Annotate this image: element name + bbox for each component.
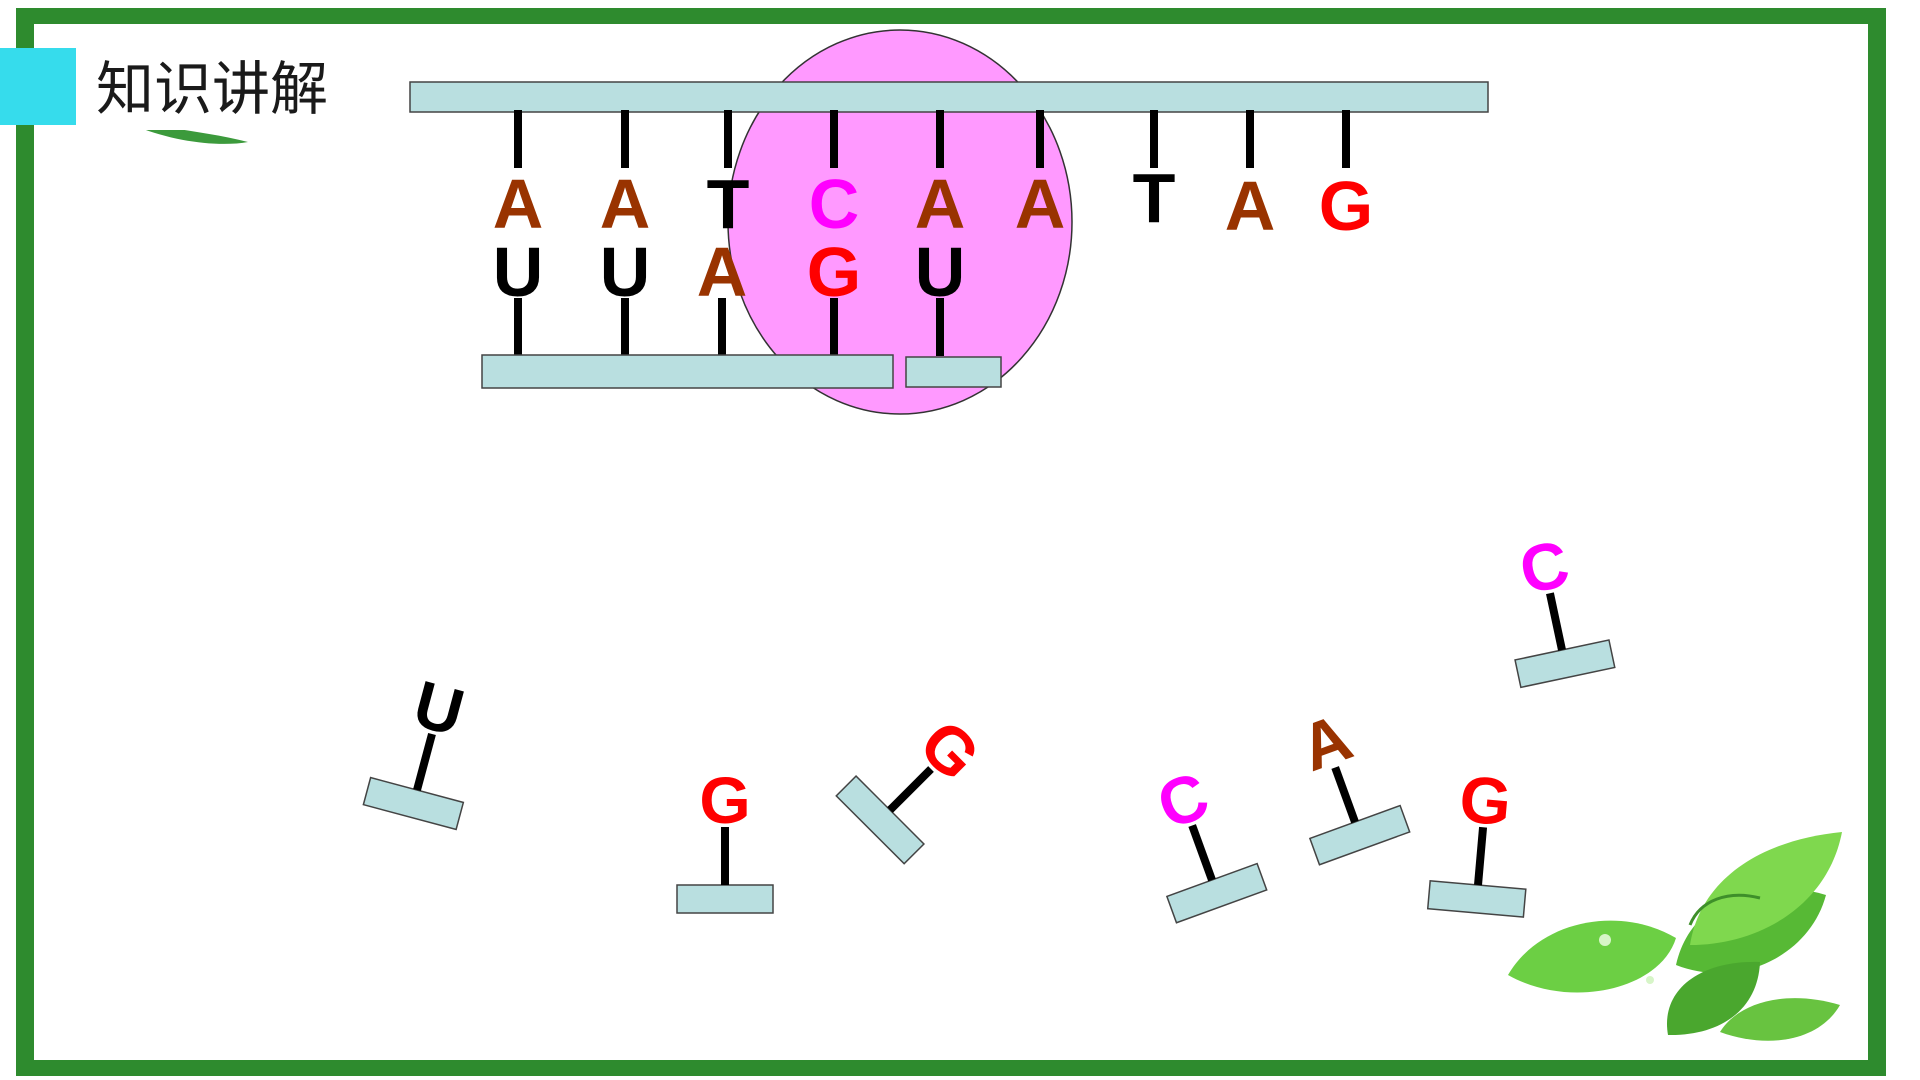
nucleotide-stick <box>1188 824 1216 882</box>
nucleotide-stick <box>1331 766 1359 824</box>
nucleotide-stick <box>1474 826 1488 886</box>
rna-backbone <box>481 354 894 389</box>
free-nucleotide: G <box>1426 761 1527 918</box>
free-nucleotide: G <box>676 763 774 914</box>
rna-base: G <box>807 233 861 311</box>
title-accent-box <box>0 48 76 125</box>
rna-polymerase-ellipse <box>727 29 1073 415</box>
slide-title: 知识讲解 <box>96 55 329 123</box>
rna-backbone-new-segment <box>905 356 1002 388</box>
dna-base: A <box>600 165 651 243</box>
title-panel <box>76 48 326 130</box>
dna-base: T <box>1133 159 1176 237</box>
dna-base: C <box>809 165 860 243</box>
dna-backbone <box>409 81 1489 113</box>
dna-base: G <box>1319 167 1373 245</box>
leaf-top-left <box>118 118 248 144</box>
dna-base: A <box>493 165 544 243</box>
dna-base: T <box>707 165 750 243</box>
nucleotide-stick <box>887 766 934 813</box>
dna-base: A <box>1225 167 1276 245</box>
nucleotide-base: G <box>1457 761 1515 839</box>
dna-base: A <box>915 165 966 243</box>
rna-base: A <box>697 233 748 311</box>
dna-base: A <box>1015 165 1066 243</box>
rna-base: U <box>493 233 544 311</box>
nucleotide-backbone <box>676 884 774 914</box>
nucleotide-stick <box>413 732 436 792</box>
rna-base: U <box>600 233 651 311</box>
nucleotide-stick <box>1546 592 1566 651</box>
nucleotide-base: G <box>699 763 750 837</box>
rna-base: U <box>915 233 966 311</box>
leaves-bottom-right <box>1508 832 1842 1041</box>
